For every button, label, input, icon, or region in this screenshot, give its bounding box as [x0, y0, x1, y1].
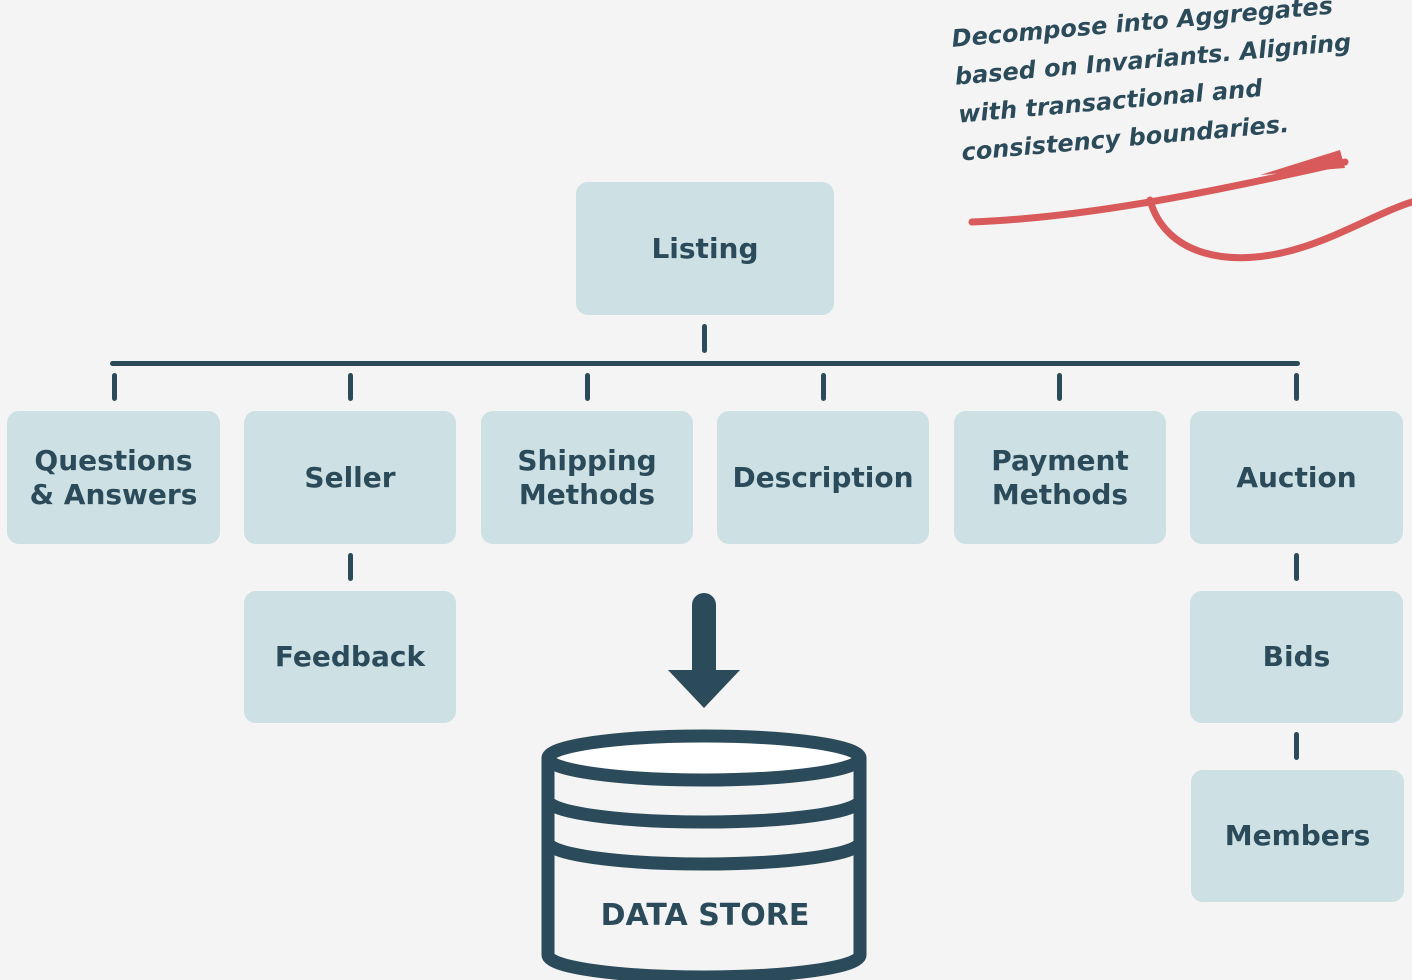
- connector-shipping: [585, 373, 590, 401]
- node-seller-label: Seller: [304, 460, 396, 494]
- node-payment-line-1: Payment: [991, 443, 1129, 477]
- node-payment-line-2: Methods: [991, 477, 1129, 511]
- data-store-label: DATA STORE: [600, 898, 810, 933]
- node-bids-label: Bids: [1262, 640, 1331, 673]
- connector-seller: [348, 373, 353, 401]
- node-members-label: Members: [1224, 819, 1371, 852]
- node-qa-line-2: & Answers: [29, 477, 198, 511]
- node-feedback-label: Feedback: [274, 640, 426, 673]
- node-description: Description: [717, 411, 929, 544]
- node-qa-line-1: Questions: [34, 443, 193, 477]
- node-members: Members: [1191, 770, 1404, 902]
- connector-horizontal: [110, 361, 1300, 366]
- connector-bids: [1294, 553, 1299, 581]
- connector-feedback: [348, 553, 353, 581]
- node-feedback: Feedback: [244, 591, 456, 723]
- node-auction-label: Auction: [1236, 460, 1357, 494]
- node-listing-label: Listing: [651, 231, 759, 265]
- connector-payment: [1057, 373, 1062, 401]
- node-seller: Seller: [244, 411, 456, 544]
- node-questions-answers: Questions& Answers: [7, 411, 220, 544]
- node-auction: Auction: [1190, 411, 1403, 544]
- node-shipping-line-2: Methods: [518, 477, 656, 511]
- connector-qa: [112, 373, 117, 401]
- connector-members: [1294, 732, 1299, 760]
- connector-listing: [702, 324, 707, 353]
- connector-description: [821, 373, 826, 401]
- connector-auction: [1294, 373, 1299, 401]
- node-listing: Listing: [576, 182, 834, 315]
- node-bids: Bids: [1190, 591, 1403, 723]
- node-description-label: Description: [732, 460, 914, 494]
- node-shipping-line-1: Shipping: [517, 443, 657, 477]
